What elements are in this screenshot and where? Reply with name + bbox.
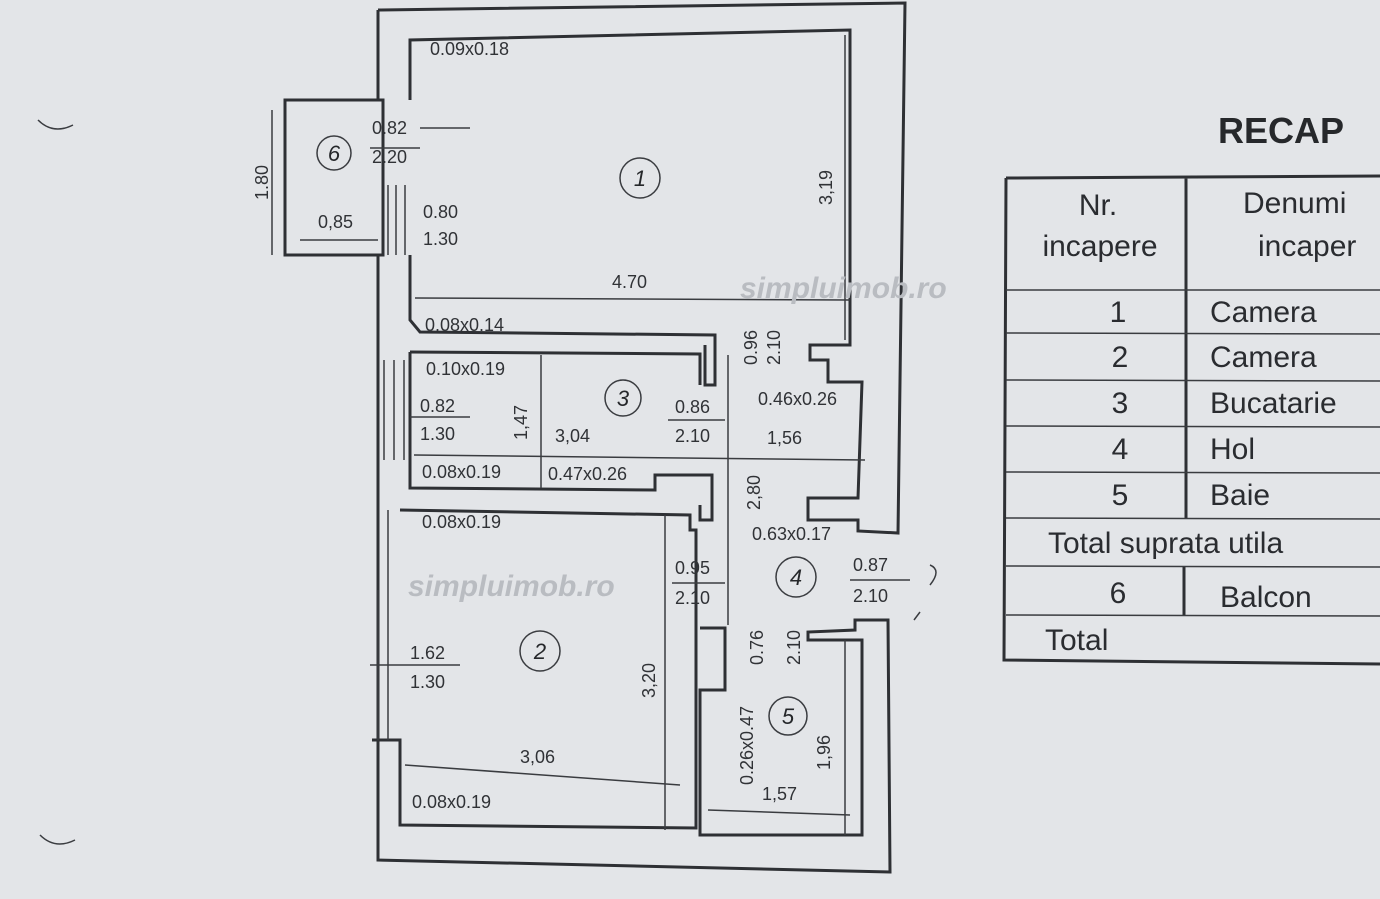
dim-label: 1,96	[814, 735, 834, 770]
row-nr: 3	[1112, 387, 1129, 420]
balcony-outline	[283, 98, 385, 257]
subtotal-label: Total suprata utila	[1048, 527, 1283, 560]
row-name: Balcon	[1220, 581, 1312, 614]
room-marker-4	[775, 556, 817, 598]
recap-table: RECAP Nr. incapere Denumi incaper 1 Came…	[1002, 110, 1380, 666]
dim-label: 0.46x0.26	[758, 389, 837, 409]
room-marker-2	[519, 630, 561, 672]
row-nr: 6	[1110, 577, 1127, 610]
dim-label: 0.47x0.26	[548, 464, 627, 484]
watermark: simpluimob.ro	[408, 570, 615, 603]
dim-label: 0.09x0.18	[430, 39, 509, 59]
header-name-line2: incaper	[1258, 230, 1356, 263]
dimension-labels: 0.09x0.18 4.70 3,19 0.08x0.14 0.80 1.30 …	[252, 39, 888, 812]
dim-label: 0.08x0.19	[412, 792, 491, 812]
recap-title: RECAP	[1218, 110, 1344, 151]
walls	[372, 1, 907, 874]
total-label: Total	[1045, 624, 1108, 657]
dim-label: 1.80	[252, 165, 272, 200]
dim-label: 0,85	[318, 212, 353, 232]
dim-label: 0.82	[420, 396, 455, 416]
row-name: Camera	[1210, 296, 1317, 329]
dim-label: 2.10	[784, 630, 804, 665]
dim-label: 0.82	[372, 118, 407, 138]
dim-label: 4.70	[612, 272, 647, 292]
dim-label: 2.10	[675, 426, 710, 446]
watermark: simpluimob.ro	[740, 272, 947, 305]
row-nr: 5	[1112, 479, 1129, 512]
room-number-2: 2	[533, 639, 546, 664]
dim-label: 2.10	[853, 586, 888, 606]
room-marker-6	[316, 135, 352, 171]
row-name: Baie	[1210, 479, 1270, 512]
row-nr: 4	[1112, 433, 1129, 466]
dim-label: 3,20	[639, 663, 659, 698]
dim-label: 0.87	[853, 555, 888, 575]
dim-label: 0.63x0.17	[752, 524, 831, 544]
header-nr-line1: Nr.	[1079, 189, 1117, 222]
dim-label: 1.30	[420, 424, 455, 444]
room-marker-5	[768, 696, 808, 736]
room-marker-1	[619, 157, 661, 199]
dim-label: 2.10	[764, 330, 784, 365]
dim-label: 0.80	[423, 202, 458, 222]
dim-label: 0.76	[747, 630, 767, 665]
dim-label: 1.62	[410, 643, 445, 663]
dim-label: 0.08x0.19	[422, 462, 501, 482]
room-markers: 1 2 3 4 5 6	[316, 135, 817, 736]
row-nr: 1	[1110, 296, 1127, 329]
dim-label: 3,04	[555, 426, 590, 446]
dim-label: 1.30	[410, 672, 445, 692]
room-number-6: 6	[328, 141, 341, 166]
dim-label: 0.26x0.47	[737, 706, 757, 785]
dim-label: 0.10x0.19	[426, 359, 505, 379]
dim-label: 0.95	[675, 558, 710, 578]
handwritten-mark	[913, 564, 937, 621]
dim-label: 2.10	[675, 588, 710, 608]
dim-label: 3,06	[520, 747, 555, 767]
dim-label: 2.20	[372, 147, 407, 167]
dim-label: 0.96	[741, 330, 761, 365]
dim-label: 0.86	[675, 397, 710, 417]
dim-label: 1,57	[762, 784, 797, 804]
row-name: Hol	[1210, 433, 1255, 466]
dim-label: 1,56	[767, 428, 802, 448]
room-number-3: 3	[617, 386, 630, 411]
row-nr: 2	[1112, 341, 1129, 374]
dim-label: 0.08x0.14	[425, 315, 504, 335]
room-number-1: 1	[634, 166, 646, 191]
dim-label: 3,19	[816, 170, 836, 205]
header-nr-line2: incapere	[1042, 230, 1157, 263]
dim-label: 2,80	[744, 475, 764, 510]
row-name: Camera	[1210, 341, 1317, 374]
row-name: Bucatarie	[1210, 387, 1337, 420]
dim-label: 1,47	[511, 405, 531, 440]
room-number-4: 4	[790, 565, 802, 590]
pen-mark	[37, 119, 76, 845]
dim-label: 0.08x0.19	[422, 512, 501, 532]
dimension-lines	[271, 35, 910, 835]
header-name-line1: Denumi	[1243, 187, 1346, 220]
room-marker-3	[604, 379, 642, 417]
room-number-5: 5	[782, 704, 795, 729]
dim-label: 1.30	[423, 229, 458, 249]
